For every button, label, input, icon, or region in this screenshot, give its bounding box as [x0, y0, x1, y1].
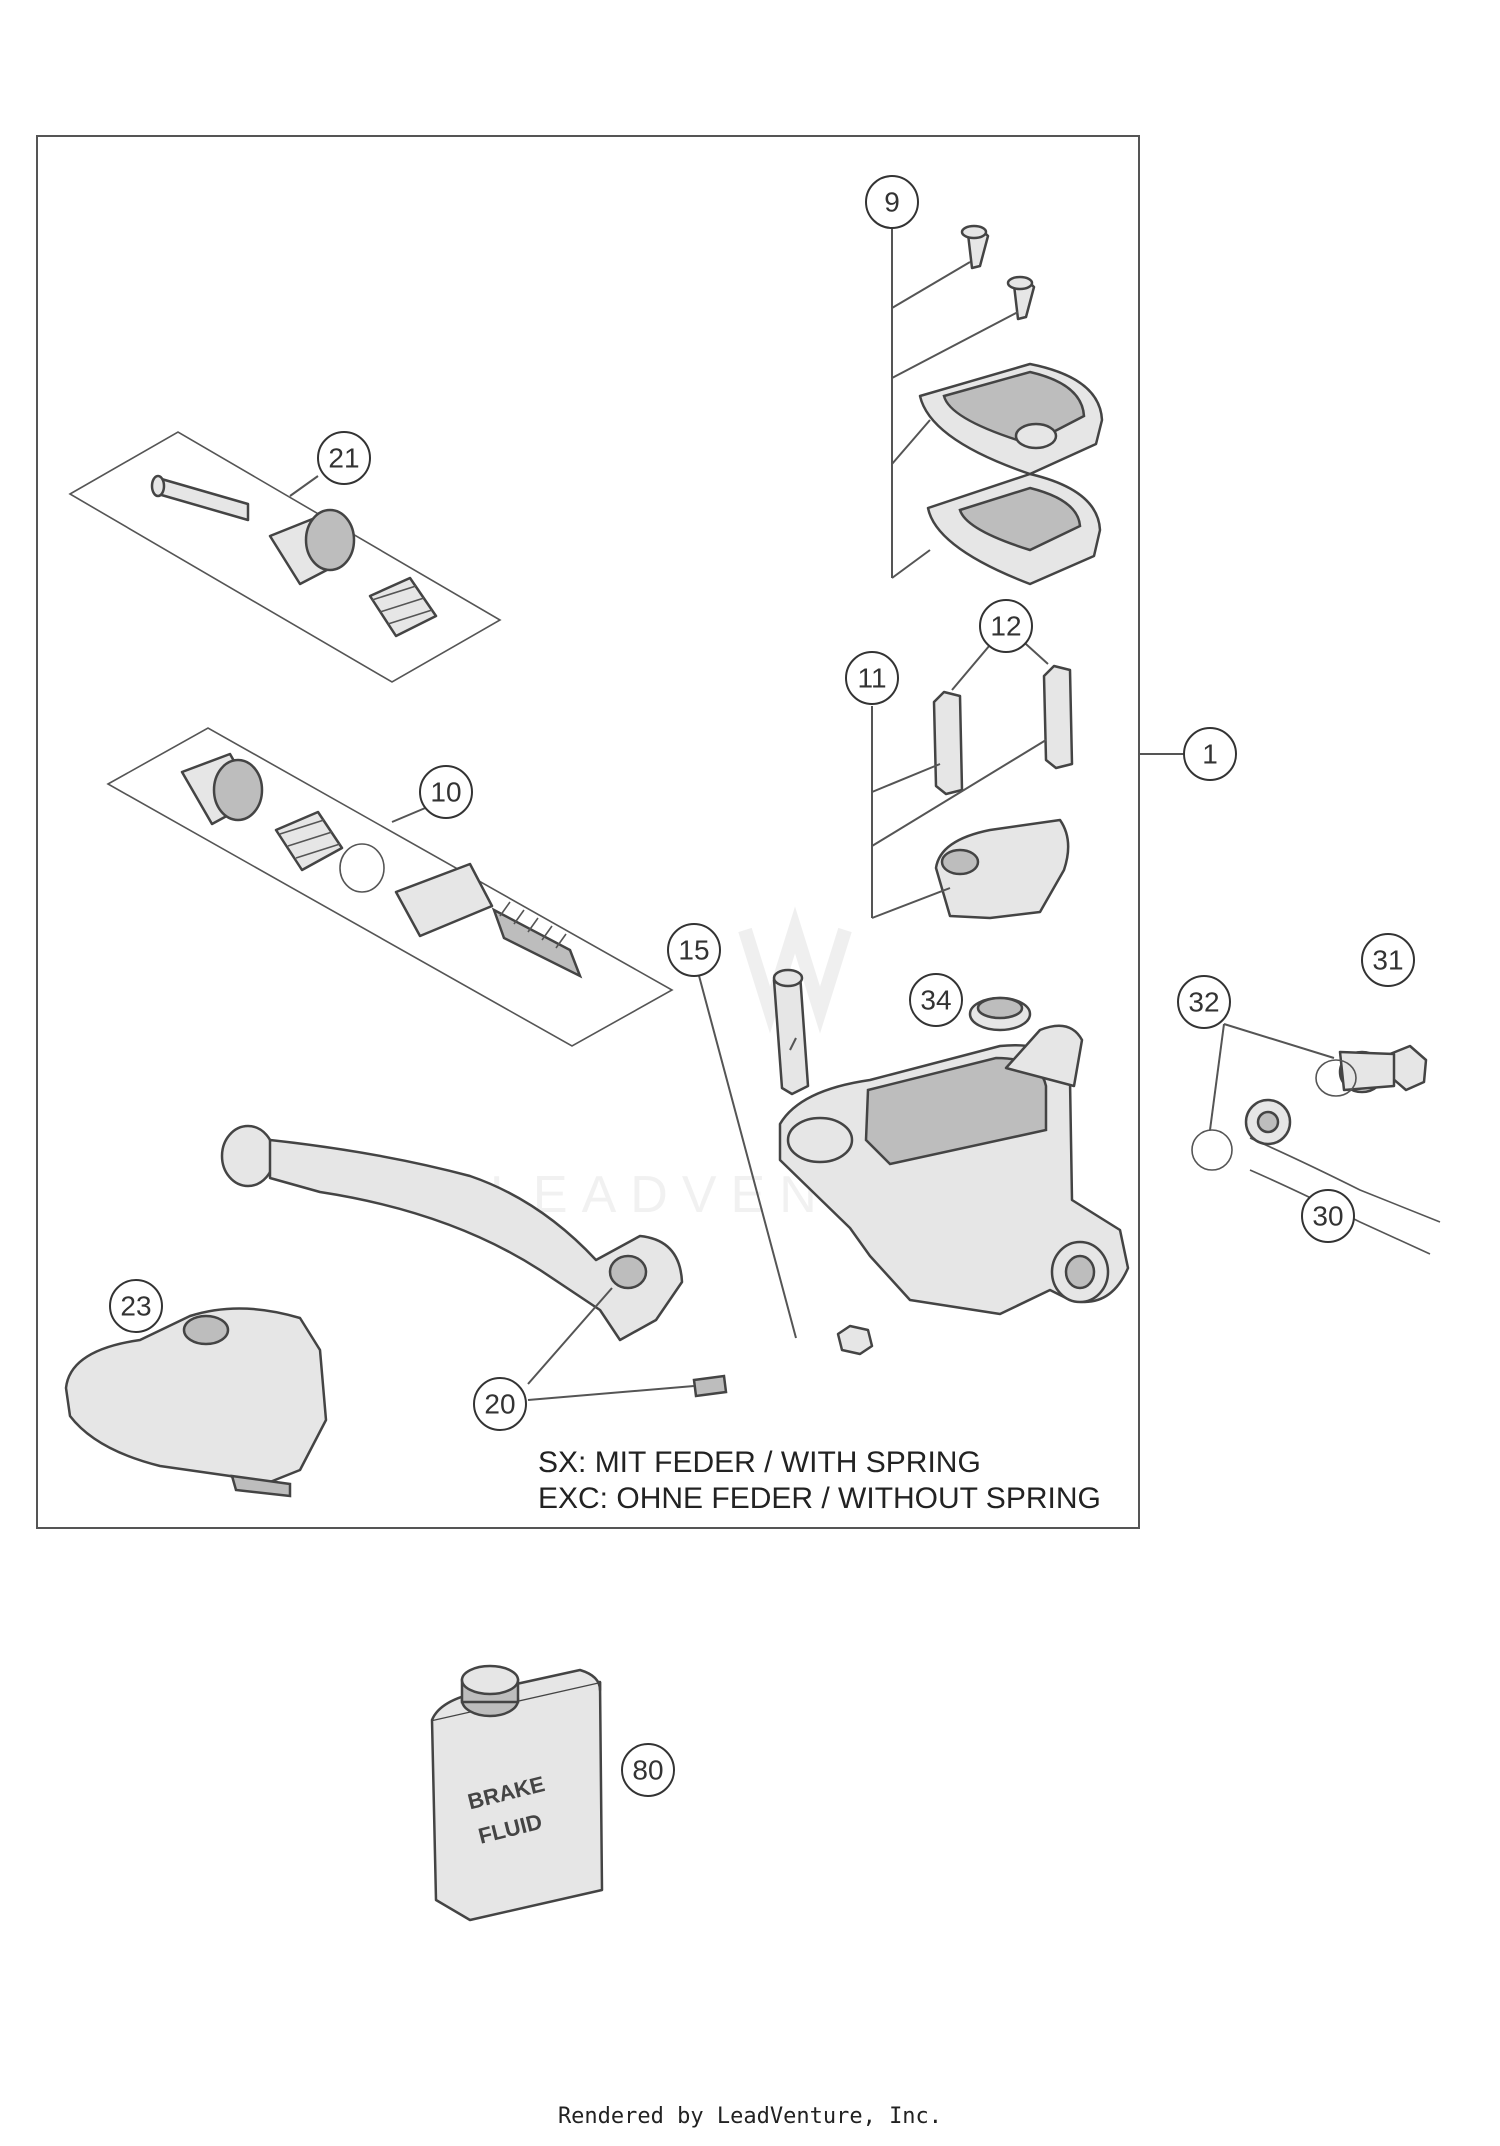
- svg-text:9: 9: [884, 187, 900, 218]
- svg-text:80: 80: [632, 1755, 663, 1786]
- part-21-kit: [68, 431, 502, 683]
- svg-text:15: 15: [678, 935, 709, 966]
- callout-23: 23: [109, 1279, 163, 1333]
- callout-80: 80: [621, 1743, 675, 1797]
- callout-32: 32: [1177, 975, 1231, 1029]
- diagram-frame: [36, 135, 1140, 1529]
- callout-21: 21: [317, 431, 371, 485]
- callout-34: 34: [909, 973, 963, 1027]
- part-9-reservoir-cover: [918, 224, 1104, 586]
- callout-11: 11: [845, 651, 899, 705]
- callout-20: 20: [473, 1377, 527, 1431]
- svg-text:30: 30: [1312, 1201, 1343, 1232]
- svg-text:34: 34: [920, 985, 951, 1016]
- svg-text:32: 32: [1188, 987, 1219, 1018]
- callout-10: 10: [419, 765, 473, 819]
- part-23-lever-guard: [64, 1307, 328, 1498]
- callout-12: 12: [979, 599, 1033, 653]
- note-sx: SX: MIT FEDER / WITH SPRING: [538, 1446, 981, 1479]
- svg-text:21: 21: [328, 443, 359, 474]
- part-10-kit: [106, 727, 674, 1047]
- callout-15: 15: [667, 923, 721, 977]
- svg-text:20: 20: [484, 1389, 515, 1420]
- part-11-12-clamp-bolts: [932, 664, 1074, 920]
- callout-31: 31: [1361, 933, 1415, 987]
- svg-text:31: 31: [1372, 945, 1403, 976]
- svg-text:23: 23: [120, 1291, 151, 1322]
- svg-text:11: 11: [857, 663, 886, 694]
- callout-9: 9: [865, 175, 919, 229]
- footer-credit: Rendered by LeadVenture, Inc.: [557, 2104, 943, 2129]
- svg-text:12: 12: [990, 611, 1021, 642]
- callout-30: 30: [1301, 1189, 1355, 1243]
- callout-1: 1: [1183, 727, 1237, 781]
- part-20-lever: [220, 1124, 728, 1398]
- note-exc: EXC: OHNE FEDER / WITHOUT SPRING: [538, 1482, 1101, 1515]
- svg-text:10: 10: [430, 777, 461, 808]
- part-80-brake-fluid-bottle: BRAKE FLUID: [430, 1664, 604, 1922]
- part-34-cap: [968, 996, 1032, 1032]
- part-30-31-32-brake-line: [1191, 1044, 1441, 1255]
- svg-text:1: 1: [1202, 739, 1218, 770]
- part-15-pivot-bolt: [772, 968, 874, 1356]
- part-1-master-cylinder: [778, 1024, 1130, 1316]
